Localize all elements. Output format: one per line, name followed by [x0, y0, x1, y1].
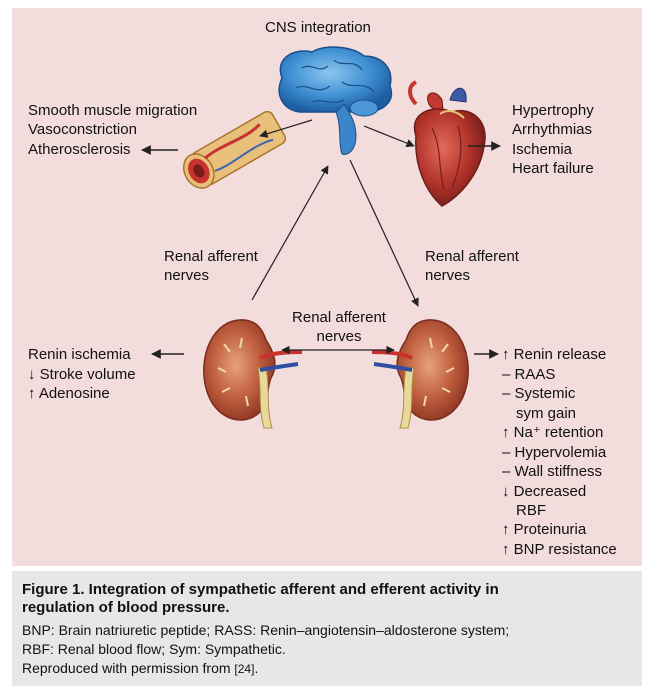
heart-effect-item: Hypertrophy: [512, 102, 594, 119]
renal-afferent-right-line: Renal afferent: [425, 248, 519, 265]
renal-afferent-left-line: Renal afferent: [164, 248, 258, 265]
caption-title-line: Figure 1. Integration of sympathetic aff…: [22, 581, 499, 598]
renal-afferent-right-line: nerves: [425, 267, 471, 284]
arrow-left-kidney-to-cns: [251, 165, 329, 301]
vessel-effect-item: Smooth muscle migration: [28, 102, 198, 119]
right-kidney-effect-item: – Systemic: [502, 385, 576, 402]
heart-effect-item: Ischemia: [512, 141, 573, 158]
caption-title-line: regulation of blood pressure.: [22, 599, 230, 616]
vessel-effect-item: Atherosclerosis: [28, 141, 131, 158]
diagram-illustration: [141, 46, 501, 429]
right-kidney-effect-item: – Hypervolemia: [502, 444, 607, 461]
cns-integration-label: CNS integration: [265, 19, 371, 36]
vessel-effect-item: Vasoconstriction: [28, 121, 137, 138]
heart-effect-item: Heart failure: [512, 160, 594, 177]
left-kidney-effect-item: ↓ Stroke volume: [28, 366, 136, 383]
right-kidney-effect-item: ↑ BNP resistance: [502, 541, 617, 558]
caption-period: .: [254, 660, 259, 676]
left-kidney-effect-item: Renin ischemia: [28, 346, 131, 363]
brain-illustration: [278, 46, 393, 155]
right-kidney-effect-item: ↑ Proteinuria: [502, 521, 587, 538]
caption-title: Figure 1. Integration of sympathetic aff…: [22, 581, 634, 617]
right-kidney-effect-item: – Wall stiffness: [502, 463, 603, 480]
right-kidney-effect-item: ↑ Renin release: [502, 346, 607, 363]
right-kidney-effect-item: sym gain: [516, 405, 577, 422]
right-kidney-effect-item: ↑ Na⁺ retention: [502, 424, 604, 441]
arrow-brain-to-heart: [363, 125, 415, 148]
figure-caption: Figure 1. Integration of sympathetic aff…: [12, 571, 642, 686]
renal-afferent-center-line: nerves: [316, 328, 362, 345]
caption-abbreviations-line: BNP: Brain natriuretic peptide; RASS: Re…: [22, 622, 510, 638]
left-kidney-effect-item: ↑ Adenosine: [28, 385, 110, 402]
renal-afferent-left-line: nerves: [164, 267, 210, 284]
caption-reproduced-text: Reproduced with permission from: [22, 660, 231, 676]
caption-reproduced-line: Reproduced with permission from [24].: [22, 659, 258, 678]
right-kidney-effect-item: RBF: [516, 502, 546, 519]
arrow-brain-to-vessel: [259, 119, 313, 138]
caption-abbreviations-line: RBF: Renal blood flow; Sym: Sympathetic.: [22, 641, 286, 657]
renal-afferent-center-line: Renal afferent: [292, 309, 386, 326]
diagram-panel: CNS integration Smooth muscle migration …: [12, 8, 642, 566]
arrow-cns-to-right-kidney: [349, 159, 419, 307]
right-kidney-effect-item: – RAAS: [502, 366, 556, 383]
heart-illustration: [408, 80, 486, 207]
heart-effect-item: Arrhythmias: [512, 121, 593, 138]
right-kidney-illustration: [371, 319, 469, 429]
right-kidney-effect-item: ↓ Decreased: [502, 483, 587, 500]
left-kidney-illustration: [203, 319, 303, 429]
caption-reference-link[interactable]: [24]: [234, 662, 255, 676]
blood-vessel-illustration: [182, 110, 287, 189]
